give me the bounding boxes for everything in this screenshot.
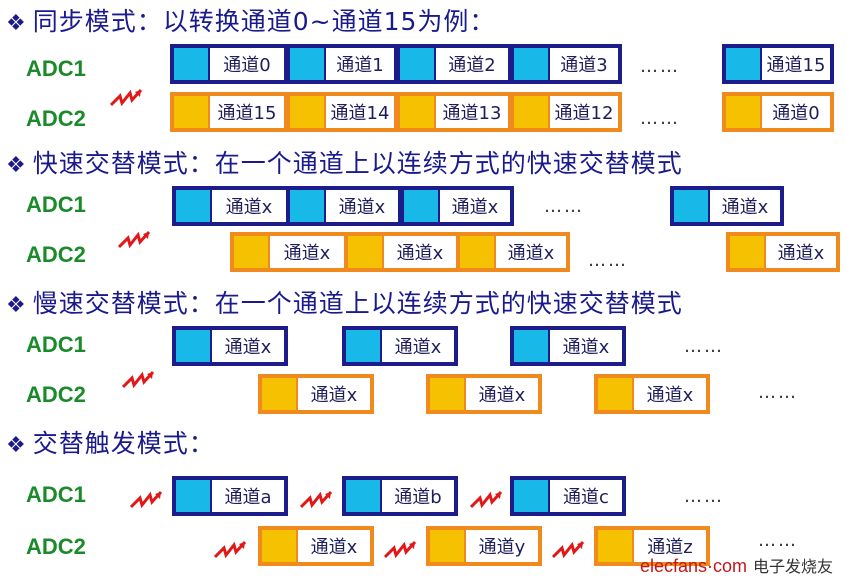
channel-block: 通道0 bbox=[722, 92, 834, 132]
channel-block: 通道0 bbox=[170, 44, 288, 84]
bullet-icon: ❖ bbox=[6, 153, 27, 178]
ellipsis: …… bbox=[758, 382, 798, 403]
trigger-icon bbox=[552, 540, 585, 559]
channel-block: 通道14 bbox=[286, 92, 398, 132]
channel-block: 通道15 bbox=[170, 92, 288, 132]
trigger-icon bbox=[110, 88, 143, 107]
channel-block: 通道a bbox=[172, 476, 288, 516]
heading-alternate-trigger-mode: ❖交替触发模式： bbox=[6, 429, 215, 458]
channel-block: 通道b bbox=[342, 476, 458, 516]
adc1-label: ADC1 bbox=[26, 332, 86, 357]
channel-block: 通道x bbox=[344, 232, 460, 272]
adc2-label: ADC2 bbox=[26, 106, 86, 131]
heading-sync-mode: ❖同步模式：以转换通道0~通道15为例： bbox=[6, 7, 496, 36]
channel-block: 通道x bbox=[400, 186, 514, 226]
adc1-label: ADC1 bbox=[26, 192, 86, 217]
channel-block: 通道12 bbox=[510, 92, 622, 132]
adc2-label: ADC2 bbox=[26, 534, 86, 559]
ellipsis: …… bbox=[588, 250, 628, 271]
bullet-icon: ❖ bbox=[6, 433, 27, 458]
ellipsis: …… bbox=[684, 486, 724, 507]
channel-block: 通道1 bbox=[286, 44, 398, 84]
channel-block: 通道3 bbox=[510, 44, 622, 84]
trigger-icon bbox=[300, 490, 333, 509]
channel-block: 通道x bbox=[342, 326, 458, 366]
channel-block: 通道x bbox=[726, 232, 840, 272]
channel-block: 通道x bbox=[286, 186, 402, 226]
channel-block: 通道z bbox=[594, 526, 710, 566]
channel-block: 通道x bbox=[230, 232, 348, 272]
trigger-icon bbox=[118, 230, 151, 249]
adc1-label: ADC1 bbox=[26, 482, 86, 507]
ellipsis: …… bbox=[640, 108, 680, 129]
channel-block: 通道x bbox=[258, 526, 374, 566]
channel-block: 通道x bbox=[510, 326, 626, 366]
channel-block: 通道c bbox=[510, 476, 626, 516]
trigger-icon bbox=[214, 540, 247, 559]
heading-fast-interleaved-mode: ❖快速交替模式：在一个通道上以连续方式的快速交替模式 bbox=[6, 149, 683, 178]
ellipsis: …… bbox=[544, 196, 584, 217]
adc2-label: ADC2 bbox=[26, 242, 86, 267]
adc2-label: ADC2 bbox=[26, 382, 86, 407]
trigger-icon bbox=[470, 490, 503, 509]
channel-block: 通道y bbox=[426, 526, 542, 566]
channel-block: 通道15 bbox=[722, 44, 834, 84]
channel-block: 通道2 bbox=[396, 44, 512, 84]
channel-block: 通道x bbox=[670, 186, 784, 226]
channel-block: 通道x bbox=[456, 232, 570, 272]
ellipsis: …… bbox=[640, 56, 680, 77]
channel-block: 通道x bbox=[594, 374, 710, 414]
trigger-icon bbox=[130, 490, 163, 509]
bullet-icon: ❖ bbox=[6, 293, 27, 318]
channel-block: 通道13 bbox=[396, 92, 512, 132]
channel-block: 通道x bbox=[426, 374, 542, 414]
channel-block: 通道x bbox=[258, 374, 374, 414]
bullet-icon: ❖ bbox=[6, 11, 27, 36]
ellipsis: …… bbox=[684, 336, 724, 357]
trigger-icon bbox=[122, 370, 155, 389]
channel-block: 通道x bbox=[172, 186, 290, 226]
trigger-icon bbox=[384, 540, 417, 559]
adc1-label: ADC1 bbox=[26, 56, 86, 81]
heading-slow-interleaved-mode: ❖慢速交替模式：在一个通道上以连续方式的快速交替模式 bbox=[6, 289, 683, 318]
channel-block: 通道x bbox=[172, 326, 288, 366]
ellipsis: …… bbox=[758, 530, 798, 551]
